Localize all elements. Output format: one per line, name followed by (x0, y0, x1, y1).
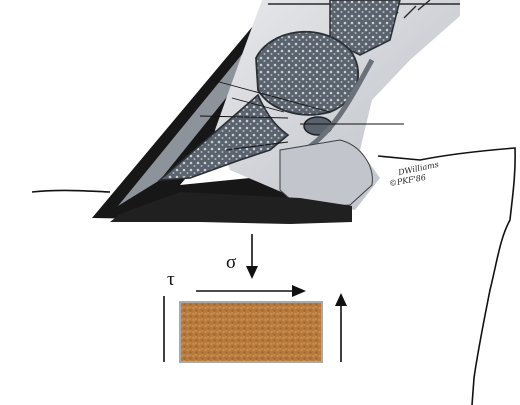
sigma-label: σ (226, 253, 236, 272)
tau-top-arrowhead (292, 285, 306, 297)
hoof-cross-section (92, 0, 460, 224)
ground-line (32, 190, 110, 192)
tau-label: τ (167, 270, 175, 289)
middle-phalanx (256, 32, 358, 115)
material-block (180, 302, 322, 362)
tau-right-arrowhead (335, 293, 347, 306)
sigma-arrowhead (246, 266, 258, 279)
